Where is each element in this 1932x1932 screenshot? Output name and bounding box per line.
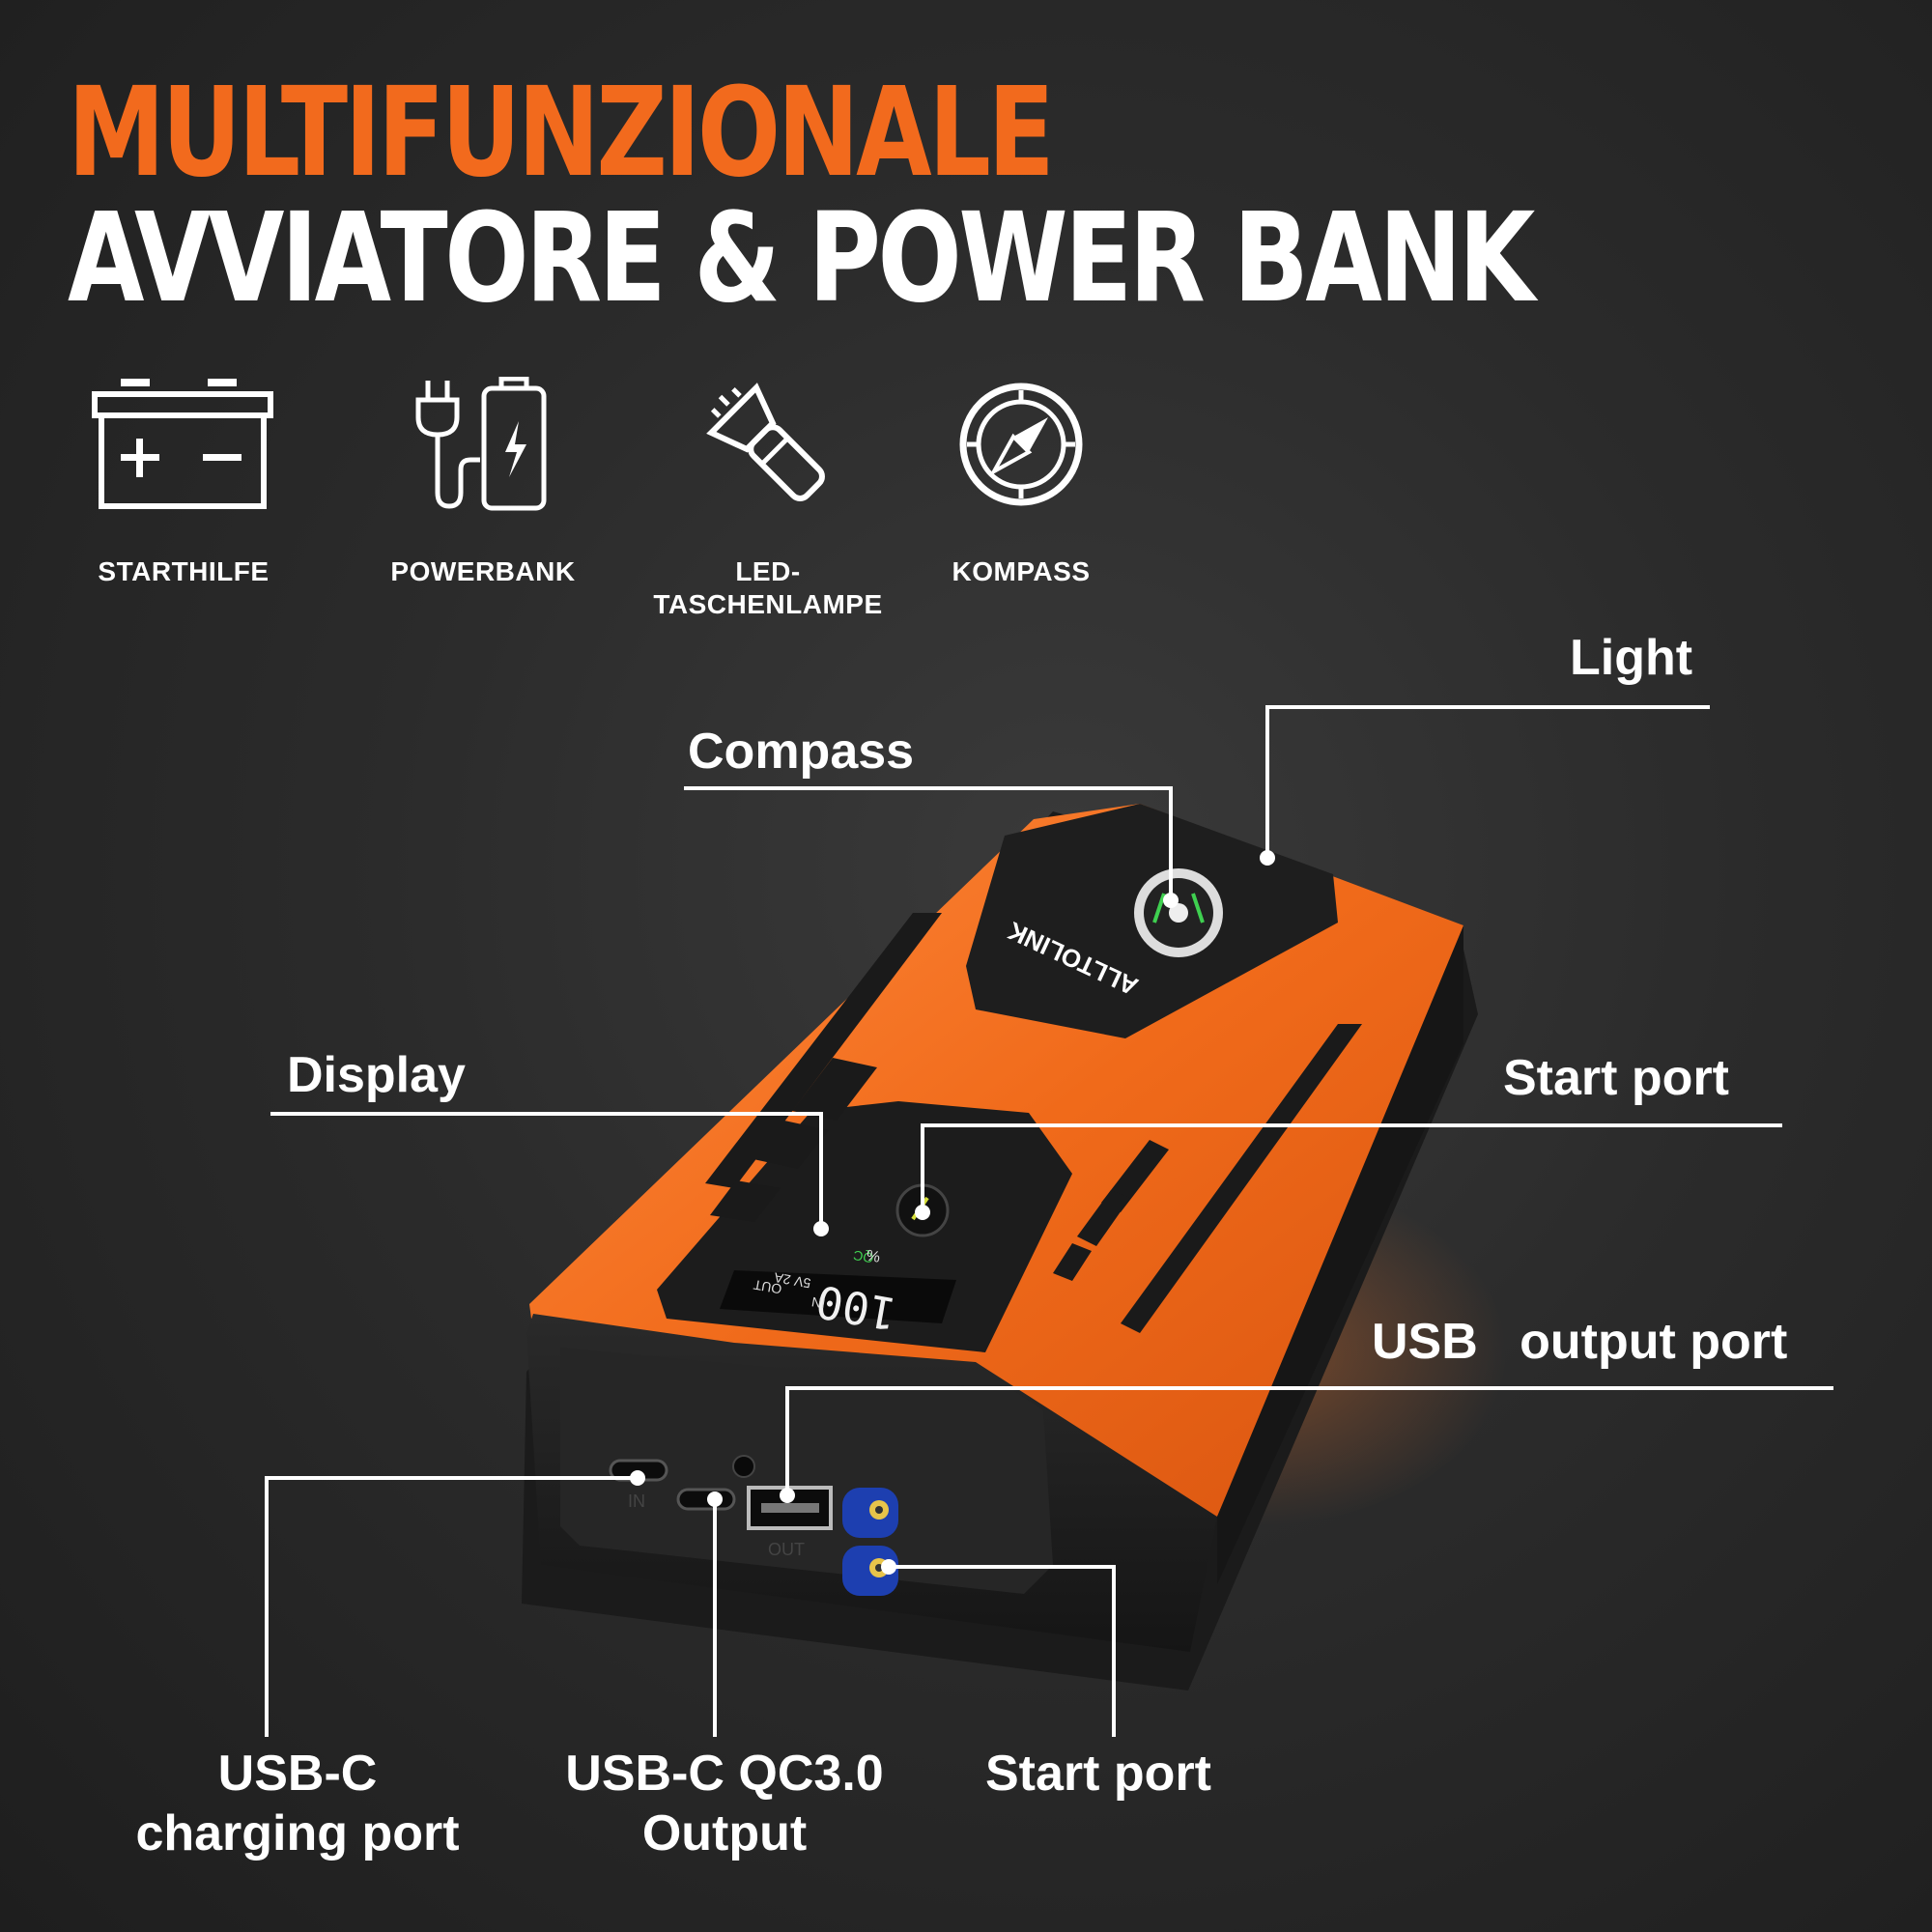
callout-start-port-top: Start port xyxy=(1503,1050,1729,1106)
feature-led-taschenlampe: LED- TASCHENLAMPE xyxy=(633,372,903,621)
callout-display: Display xyxy=(287,1047,466,1103)
flashlight-icon xyxy=(633,372,903,517)
display-out: OUT xyxy=(752,1277,782,1297)
callout-start-port-bottom: Start port xyxy=(985,1746,1211,1802)
feature-starthilfe: STARTHILFE xyxy=(48,372,319,588)
port-label-out: OUT xyxy=(768,1540,805,1559)
callout-light: Light xyxy=(1570,630,1693,686)
feature-powerbank: POWERBANK xyxy=(348,372,618,588)
led-indicator xyxy=(732,1455,755,1478)
callout-usbc-qc: USB-C QC3.0 Output xyxy=(565,1746,884,1861)
callout-usb-output: USB output port xyxy=(1372,1314,1788,1370)
display-in: IN xyxy=(810,1294,827,1312)
lcd-display: 100 QC 5V 2A IN OUT % xyxy=(720,1246,956,1340)
car-battery-icon xyxy=(48,372,319,517)
usbc-in-port[interactable] xyxy=(609,1459,668,1482)
port-label-in: IN xyxy=(628,1492,645,1511)
plug-battery-icon xyxy=(348,372,618,517)
feature-kompass: KOMPASS xyxy=(886,372,1156,588)
display-percent: % xyxy=(866,1246,882,1264)
feature-label: STARTHILFE xyxy=(98,556,270,586)
power-button[interactable] xyxy=(895,1183,950,1237)
title-multifunzionale: MULTIFUNZIONALE xyxy=(68,60,1055,205)
feature-label: POWERBANK xyxy=(390,556,576,586)
qc-indicator: QC xyxy=(852,1247,874,1265)
callout-usbc-charging: USB-C charging port xyxy=(135,1746,460,1861)
title-avviatore-power-bank: AVVIATORE & POWER BANK xyxy=(68,185,1535,330)
callout-compass: Compass xyxy=(688,724,915,780)
feature-label: LED- TASCHENLAMPE xyxy=(653,556,883,619)
compass-icon xyxy=(886,372,1156,517)
usbc-qc-port[interactable] xyxy=(676,1488,736,1511)
feature-label: KOMPASS xyxy=(952,556,1091,586)
display-spec: 5V 2A xyxy=(773,1269,812,1291)
